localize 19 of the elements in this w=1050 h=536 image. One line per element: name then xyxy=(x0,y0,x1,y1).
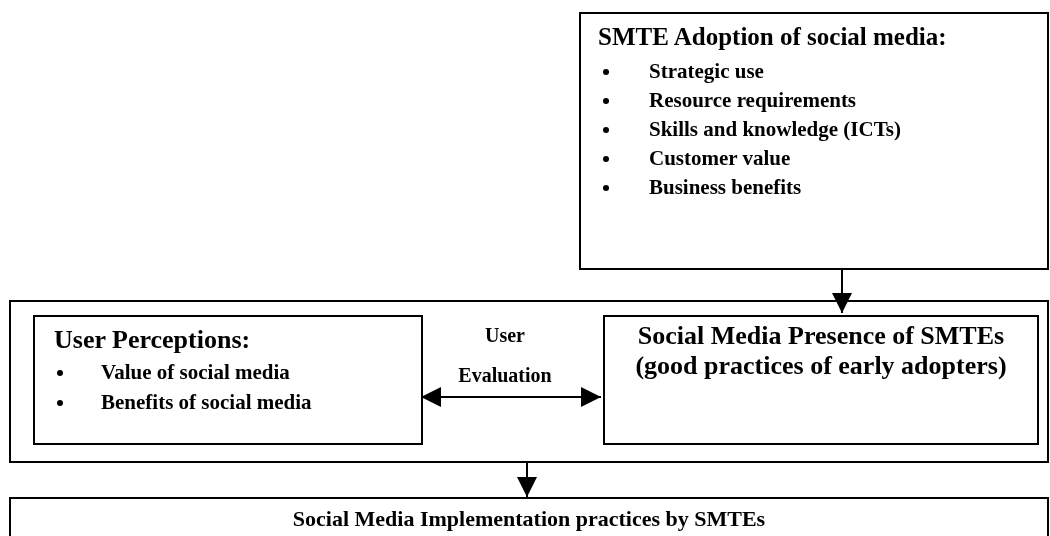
list-item: Strategic use xyxy=(649,59,764,84)
list-item: Customer value xyxy=(649,146,791,171)
list-item: Skills and knowledge (ICTs) xyxy=(649,117,901,142)
list-item: Value of social media xyxy=(101,360,290,385)
box-title: Social Media Implementation practices by SMTEs xyxy=(291,506,767,532)
process-box xyxy=(33,315,423,445)
list-item: Business benefits xyxy=(649,175,802,200)
list-item: Benefits of social media xyxy=(101,390,312,415)
group-panel xyxy=(9,300,1049,463)
arrow xyxy=(832,269,852,314)
list-item: Resource requirements xyxy=(649,88,857,113)
arrow xyxy=(517,462,537,498)
process-box xyxy=(9,497,1049,536)
box-heading: User Perceptions: xyxy=(54,325,251,355)
process-box xyxy=(579,12,1049,270)
process-box xyxy=(603,315,1039,445)
box-heading: SMTE Adoption of social media: xyxy=(598,23,947,51)
arrow xyxy=(420,387,602,407)
box-title: Social Media Presence of SMTEs (good practices of early adopters) xyxy=(634,321,1008,381)
